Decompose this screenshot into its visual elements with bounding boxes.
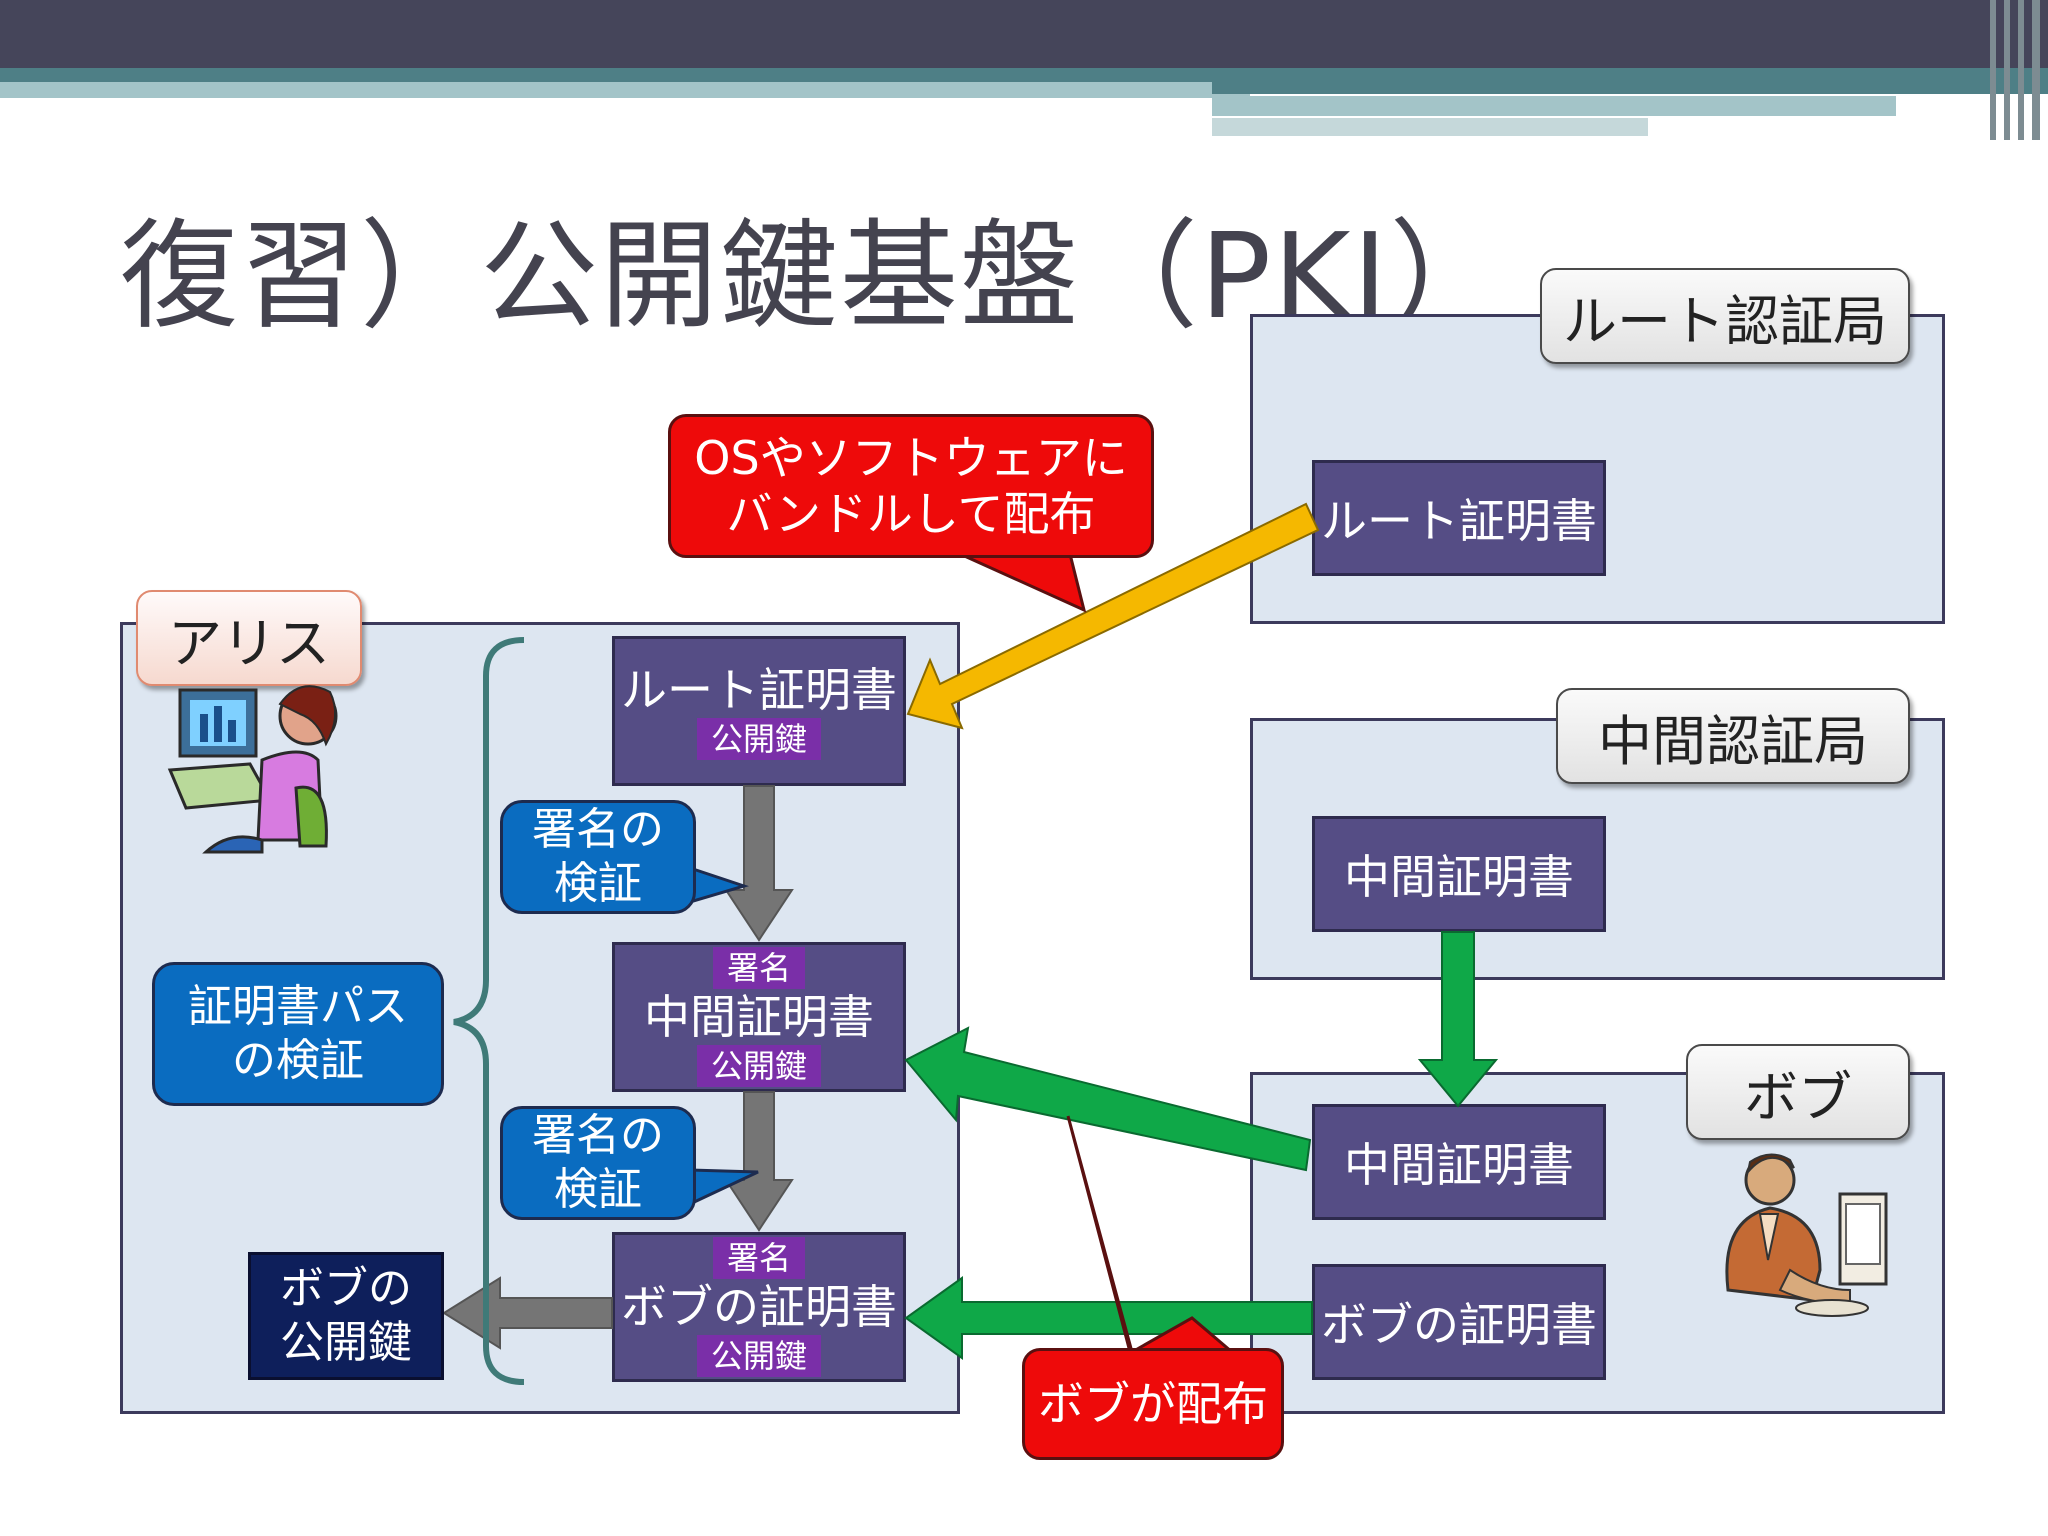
alice-intermediate-certificate: 署名 中間証明書 公開鍵 [612,942,906,1092]
signature-verify-callout-2: 署名の 検証 [500,1106,696,1220]
alice-bob-certificate: 署名 ボブの証明書 公開鍵 [612,1232,906,1382]
bob-distributes-callout-tail [1066,1115,1237,1355]
bob-public-key-line-2: 公開鍵 [280,1317,412,1368]
root-ca-label: ルート認証局 [1540,268,1910,364]
certificate-path-verify-line-1: 証明書パス [188,981,408,1032]
alice-root-public-key-chip: 公開鍵 [696,718,821,760]
alice-root-certificate-name: ルート証明書 [621,663,897,717]
bob-label: ボブ [1686,1044,1910,1140]
bundle-distribution-callout: OSやソフトウェアに バンドルして配布 [668,414,1154,558]
bundle-callout-line-1: OSやソフトウェアに [694,431,1128,485]
bundle-callout-line-2: バンドルして配布 [726,487,1096,541]
alice-label: アリス [136,590,362,686]
signature-verify-callout-1: 署名の 検証 [500,800,696,914]
alice-root-certificate: ルート証明書 公開鍵 [612,636,906,786]
gray-arrow-root-to-intermediate [724,785,794,942]
signature-verify-1-line-1: 署名の [532,804,664,855]
bob-distributes-callout: ボブが配布 [1022,1348,1284,1460]
intermediate-ca-label: 中間認証局 [1556,688,1910,784]
signature-verify-1-line-2: 検証 [554,858,642,909]
signature-verify-2-line-2: 検証 [554,1164,642,1215]
green-arrow-bob-cert-to-alice [904,1276,1313,1360]
bob-public-key-line-1: ボブの [280,1263,412,1314]
root-ca-certificate: ルート証明書 [1312,460,1606,576]
bob-person-icon [1725,1153,1888,1317]
alice-intermediate-signature-chip: 署名 [712,947,805,989]
gray-arrow-to-bob-public-key [442,1276,613,1350]
alice-intermediate-public-key-chip: 公開鍵 [696,1045,821,1087]
alice-intermediate-certificate-name: 中間証明書 [644,990,874,1044]
yellow-arrow-root-bundle [906,502,1320,730]
bob-public-key-box: ボブの 公開鍵 [248,1252,444,1380]
green-arrow-bob-intermediate-to-alice [904,1026,1312,1172]
signature-verify-2-line-1: 署名の [532,1110,664,1161]
certificate-path-brace [453,637,525,1385]
bob-distributes-text: ボブが配布 [1038,1377,1268,1431]
bob-own-certificate: ボブの証明書 [1312,1264,1606,1380]
intermediate-ca-certificate: 中間証明書 [1312,816,1606,932]
certificate-path-verify-line-2: の検証 [232,1035,364,1086]
alice-person-icon [167,685,338,854]
alice-bob-signature-chip: 署名 [712,1237,805,1279]
bob-intermediate-certificate: 中間証明書 [1312,1104,1606,1220]
certificate-path-verify-box: 証明書パス の検証 [152,962,444,1106]
alice-bob-public-key-chip: 公開鍵 [696,1335,821,1377]
bundle-callout-tail [959,552,1087,613]
gray-arrow-intermediate-to-bob [724,1091,794,1232]
alice-bob-certificate-name: ボブの証明書 [621,1280,897,1334]
green-arrow-intermediate-to-bob [1417,931,1499,1108]
